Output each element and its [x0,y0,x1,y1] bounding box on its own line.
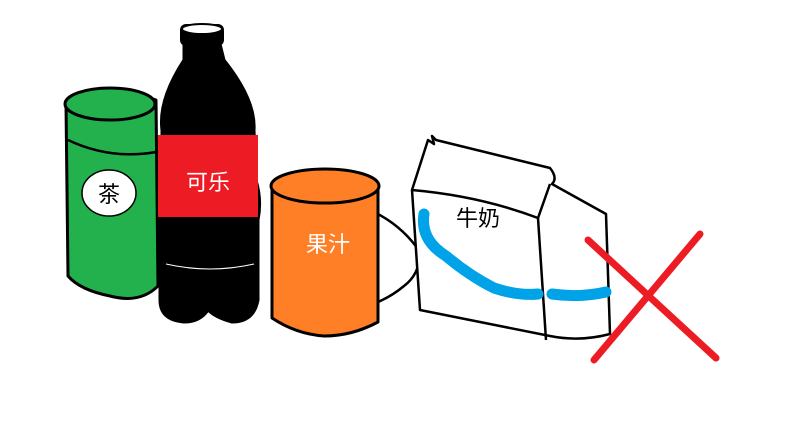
juice-cup: 果汁 [269,167,422,338]
cross-mark-icon [584,230,720,364]
cola-label-band [158,135,258,217]
tea-can: 茶 [63,86,160,300]
milk-carton: 牛奶 [410,134,612,341]
juice-cup-handle [377,212,422,304]
cola-bottle-cap-top [181,23,223,35]
tea-can-top [63,86,157,122]
milk-carton-front-stripe [417,208,544,300]
tea-label: 茶 [98,183,120,208]
juice-cup-body [270,182,380,338]
milk-carton-outline [410,134,612,340]
milk-carton-side-edge [536,217,548,341]
juice-cup-rim [269,167,381,205]
cola-bottle-ridge [165,263,255,270]
juice-label: 果汁 [306,233,350,258]
tea-can-rim-line [67,138,157,156]
milk-carton-top-edge [411,183,552,220]
milk-carton-side-stripe [546,286,612,302]
cola-label: 可乐 [186,171,230,196]
milk-label: 牛奶 [456,207,500,232]
cola-bottle: 可乐 [156,23,262,324]
tea-label-circle [81,169,137,217]
